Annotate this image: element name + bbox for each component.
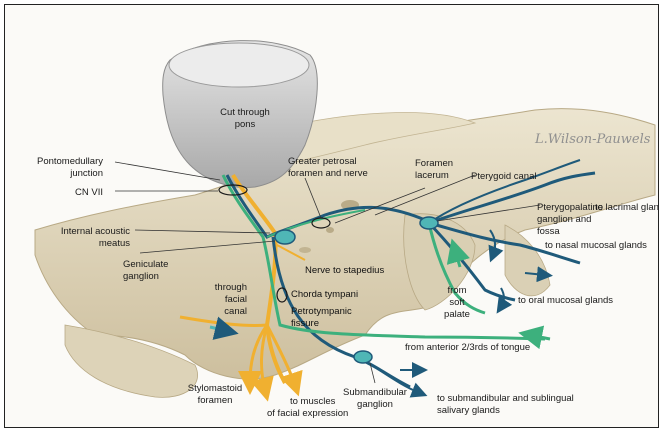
label-foramen-lacerum: Foramen — [415, 158, 453, 169]
label-cut-pons-2: pons — [235, 119, 256, 130]
label-submandibular-ganglion: Submandibular — [343, 387, 407, 398]
label-pontomedullary: Pontomedullary — [37, 156, 103, 167]
artist-signature: L.Wilson-Pauwels — [534, 132, 651, 147]
label-pterygopalatine-3: fossa — [537, 226, 560, 237]
label-salivary: to submandibular and sublingual — [437, 393, 574, 404]
label-petrotympanic: Petrotympanic — [291, 306, 352, 317]
label-facial-expression-2: of facial expression — [267, 408, 348, 419]
facial-nerve-diagram: L.Wilson-Pauwels Cut through pons Pontom… — [5, 5, 659, 428]
label-greater-petrosal: Greater petrosal — [288, 156, 357, 167]
label-stylomastoid-2: foramen — [198, 395, 233, 406]
label-petrotympanic-2: fissure — [291, 318, 319, 329]
label-pontomedullary-2: junction — [69, 168, 103, 179]
label-salivary-2: salivary glands — [437, 405, 500, 416]
label-internal-acoustic-2: meatus — [99, 238, 130, 249]
label-anterior-tongue: from anterior 2/3rds of tongue — [405, 342, 530, 353]
label-through-facial: through — [215, 282, 247, 293]
label-stylomastoid: Stylomastoid — [188, 383, 242, 394]
label-nerve-stapedius: Nerve to stapedius — [305, 265, 384, 276]
label-soft-palate: from — [448, 285, 467, 296]
label-through-facial-2: facial — [225, 294, 247, 305]
label-foramen-lacerum-2: lacerum — [415, 170, 449, 181]
label-nasal: to nasal mucosal glands — [545, 240, 647, 251]
label-chorda-tympani: Chorda tympani — [291, 289, 358, 300]
label-submandibular-ganglion-2: ganglion — [357, 399, 393, 410]
label-internal-acoustic: Internal acoustic — [61, 226, 130, 237]
label-geniculate: Geniculate — [123, 259, 168, 270]
label-geniculate-2: ganglion — [123, 271, 159, 282]
label-soft-palate-3: palate — [444, 309, 470, 320]
label-pterygopalatine-2: ganglion and — [537, 214, 591, 225]
submandibular-ganglion-shape — [354, 351, 372, 363]
label-pterygopalatine: Pterygopalatine — [537, 202, 603, 213]
label-facial-expression: to muscles — [290, 396, 336, 407]
label-lacrimal: to lacrimal gland — [595, 202, 659, 213]
pterygopalatine-ganglion-shape — [420, 217, 438, 229]
anatomy-figure: L.Wilson-Pauwels Cut through pons Pontom… — [4, 4, 659, 428]
label-cn-vii: CN VII — [75, 187, 103, 198]
label-greater-petrosal-2: foramen and nerve — [288, 168, 368, 179]
label-pterygoid-canal: Pterygoid canal — [471, 171, 536, 182]
label-cut-pons: Cut through — [220, 107, 270, 118]
label-soft-palate-2: soft — [449, 297, 465, 308]
label-through-facial-3: canal — [224, 306, 247, 317]
geniculate-ganglion-shape — [275, 230, 295, 244]
label-oral: to oral mucosal glands — [518, 295, 613, 306]
